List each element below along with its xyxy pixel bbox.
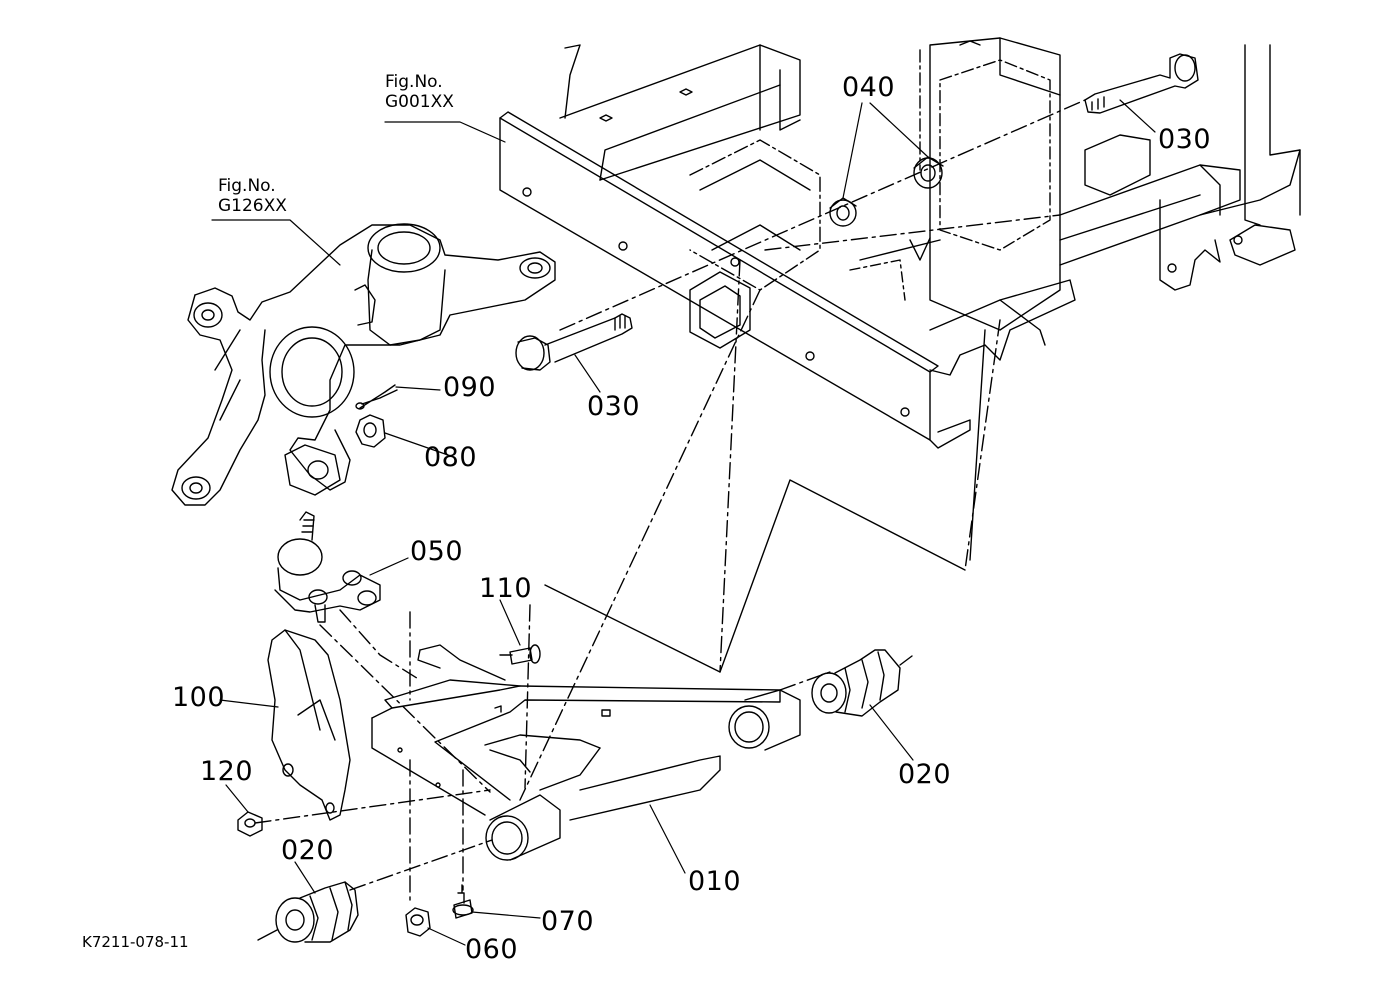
fig-ref-frame-line1: Fig.No. — [385, 72, 443, 92]
bolt-110 — [499, 644, 541, 665]
part-label-010[interactable]: 010 — [688, 866, 742, 897]
part-label-040[interactable]: 040 — [842, 72, 896, 103]
zigzag-break-lines — [544, 329, 986, 673]
lower-arm-010 — [371, 644, 801, 861]
part-label-080[interactable]: 080 — [424, 442, 478, 473]
part-label-110[interactable]: 110 — [479, 573, 533, 604]
fig-ref-knuckle[interactable]: Fig.No. G126XX — [218, 176, 287, 216]
bolt-030-upper — [1084, 53, 1199, 114]
fig-ref-frame-line2: G001XX — [385, 92, 454, 112]
part-label-070[interactable]: 070 — [541, 906, 595, 937]
part-label-030-upper[interactable]: 030 — [1158, 124, 1212, 155]
leader-lines — [211, 99, 1156, 946]
part-label-060[interactable]: 060 — [465, 934, 519, 965]
bushing-020-right — [811, 649, 913, 717]
part-label-030-middle[interactable]: 030 — [587, 391, 641, 422]
part-label-100[interactable]: 100 — [172, 682, 226, 713]
fig-ref-knuckle-line2: G126XX — [218, 196, 287, 216]
cotter-pin-and-nut — [355, 384, 398, 448]
part-label-020-right[interactable]: 020 — [898, 759, 952, 790]
shield-plate-100 — [267, 629, 351, 821]
frame-assembly — [499, 37, 1301, 449]
fig-ref-frame[interactable]: Fig.No. G001XX — [385, 72, 454, 112]
steering-knuckle — [171, 223, 556, 506]
part-label-020-left[interactable]: 020 — [281, 835, 335, 866]
ball-joint-050 — [274, 511, 381, 623]
bolt-030-middle — [515, 313, 633, 371]
nut-060-and-bolt-070 — [405, 884, 474, 937]
assembly-center-lines — [254, 259, 1001, 906]
part-label-120[interactable]: 120 — [200, 756, 254, 787]
bushing-020-left — [257, 881, 359, 943]
part-label-050[interactable]: 050 — [410, 536, 464, 567]
nut-040-pair — [829, 156, 944, 227]
fig-ref-knuckle-line1: Fig.No. — [218, 176, 276, 196]
part-label-090[interactable]: 090 — [443, 372, 497, 403]
drawing-code: K7211-078-11 — [82, 933, 189, 951]
nut-120 — [237, 811, 263, 837]
